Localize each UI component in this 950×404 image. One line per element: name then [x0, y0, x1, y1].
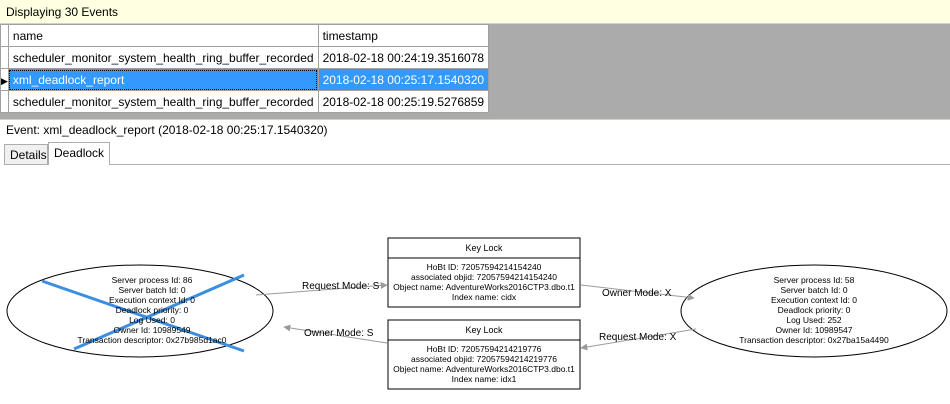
process-detail-text: Server batch Id: 0: [780, 285, 847, 295]
events-grid-area: name timestamp scheduler_monitor_system_…: [0, 24, 950, 119]
owner-edge: [283, 324, 388, 344]
events-grid: name timestamp scheduler_monitor_system_…: [0, 24, 490, 113]
request-edge: [255, 281, 388, 296]
process-detail-text: Deadlock priority: 0: [778, 305, 851, 315]
event-detail-header: Event: xml_deadlock_report (2018-02-18 0…: [0, 119, 950, 141]
events-count-label: Displaying 30 Events: [6, 5, 119, 19]
event-detail-label: Event: xml_deadlock_report (2018-02-18 0…: [6, 123, 328, 137]
victim-cross-line: [41, 279, 245, 353]
process-detail-text: Server process Id: 58: [774, 275, 855, 285]
deadlock-graph-panel: Server process Id: 86 Server batch Id: 0…: [4, 164, 950, 401]
edge-label-request-s: Request Mode: S: [302, 281, 380, 292]
process-detail-text: Transaction descriptor: 0x27ba15a4490: [739, 335, 889, 345]
key-lock-detail-text: HoBt ID: 72057594214219776: [427, 344, 542, 354]
column-header-name[interactable]: name: [7, 24, 319, 47]
process-detail-text: Owner Id: 10989547: [775, 325, 852, 335]
row-selector[interactable]: [0, 46, 9, 69]
process-detail-text: Execution context Id: 0: [109, 295, 195, 305]
process-detail-text: Execution context Id: 0: [771, 295, 857, 305]
edge-label-request-x: Request Mode: X: [599, 332, 677, 343]
key-lock-title: Key Lock: [465, 243, 503, 253]
row-selector[interactable]: ▶: [0, 68, 9, 91]
process-detail-text: Deadlock priority: 0: [116, 305, 189, 315]
key-lock-node[interactable]: Key Lock HoBt ID: 72057594214219776 asso…: [387, 319, 581, 390]
process-detail-text: Server process Id: 86: [112, 275, 193, 285]
current-row-pointer-icon: ▶: [1, 75, 8, 86]
key-lock-detail-text: associated objid: 72057594214154240: [411, 272, 557, 282]
process-node-victim[interactable]: Server process Id: 86 Server batch Id: 0…: [6, 264, 274, 358]
key-lock-detail-text: Object name: AdventureWorks2016CTP3.dbo.…: [393, 364, 575, 374]
victim-cross-line: [73, 273, 245, 351]
event-name-cell[interactable]: scheduler_monitor_system_health_ring_buf…: [7, 46, 319, 69]
tab-deadlock[interactable]: Deadlock: [48, 142, 110, 165]
process-detail-text: Log Used: 0: [129, 315, 175, 325]
grid-header-row: name timestamp: [0, 24, 490, 47]
process-node[interactable]: Server process Id: 58 Server batch Id: 0…: [680, 264, 948, 358]
key-lock-node[interactable]: Key Lock HoBt ID: 72057594214154240 asso…: [387, 237, 581, 308]
deadlock-edges: Request Mode: S Owner Mode: S Owner Mode…: [255, 281, 697, 351]
process-detail-text: Transaction descriptor: 0x27b985d1ac0: [78, 335, 227, 345]
tab-details-label: Details: [10, 148, 47, 162]
process-detail-text: Server batch Id: 0: [118, 285, 185, 295]
process-detail-text: Log Used: 252: [786, 315, 842, 325]
key-lock-detail-text: Index name: idx1: [452, 374, 517, 384]
tab-details[interactable]: Details: [4, 144, 48, 164]
process-detail-text: Owner Id: 10989549: [113, 325, 190, 335]
column-header-timestamp[interactable]: timestamp: [317, 24, 490, 47]
key-lock-detail-text: Object name: AdventureWorks2016CTP3.dbo.…: [393, 282, 575, 292]
events-count-bar: Displaying 30 Events: [0, 0, 950, 24]
edge-label-owner-x: Owner Mode: X: [602, 288, 672, 299]
key-lock-detail-text: associated objid: 72057594214219776: [411, 354, 557, 364]
event-timestamp-cell[interactable]: 2018-02-18 00:25:19.5276859: [317, 90, 490, 113]
event-name-cell[interactable]: xml_deadlock_report: [7, 68, 319, 91]
tab-deadlock-label: Deadlock: [54, 146, 105, 160]
row-selector[interactable]: [0, 90, 9, 113]
request-edge: [580, 328, 697, 351]
owner-edge: [580, 284, 695, 301]
deadlock-graph: Server process Id: 86 Server batch Id: 0…: [6, 237, 948, 390]
key-lock-detail-text: Index name: cidx: [452, 292, 517, 302]
event-timestamp-cell[interactable]: 2018-02-18 00:24:19.3516078: [317, 46, 490, 69]
key-lock-detail-text: HoBt ID: 72057594214154240: [427, 262, 542, 272]
table-row[interactable]: scheduler_monitor_system_health_ring_buf…: [0, 46, 490, 69]
event-name-cell[interactable]: scheduler_monitor_system_health_ring_buf…: [7, 90, 319, 113]
event-timestamp-cell[interactable]: 2018-02-18 00:25:17.1540320: [317, 68, 490, 91]
table-row[interactable]: ▶ xml_deadlock_report 2018-02-18 00:25:1…: [0, 68, 490, 91]
edge-label-owner-s: Owner Mode: S: [304, 328, 374, 339]
grid-corner-cell[interactable]: [0, 24, 9, 47]
key-lock-title: Key Lock: [465, 325, 503, 335]
table-row[interactable]: scheduler_monitor_system_health_ring_buf…: [0, 90, 490, 113]
